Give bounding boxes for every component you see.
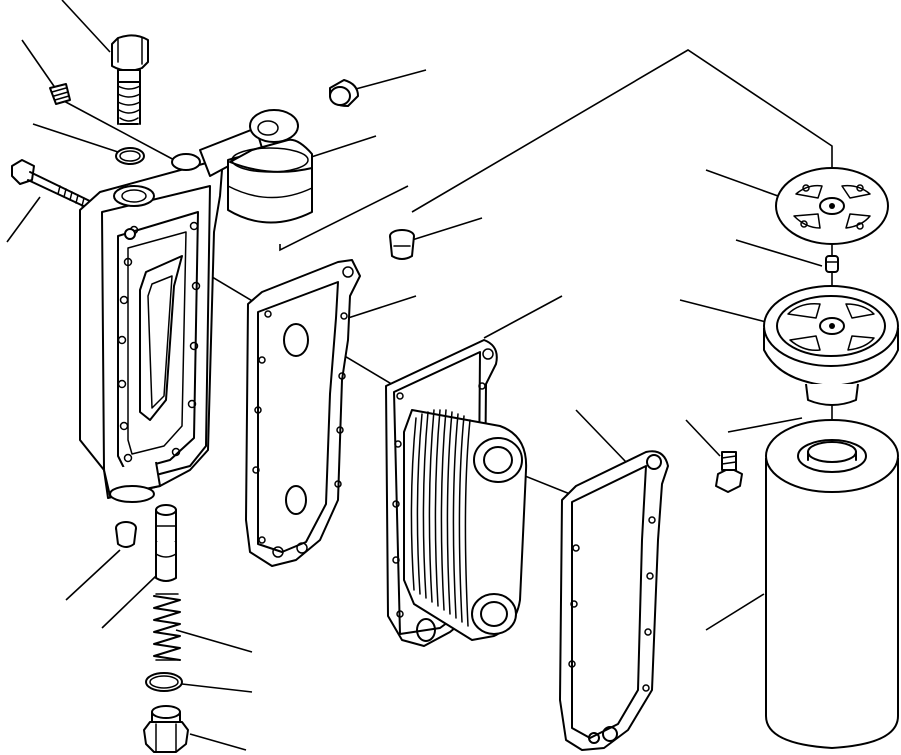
o-ring-icon — [145, 672, 183, 692]
leader-nozzle — [411, 217, 483, 241]
bolt-icon — [11, 159, 97, 211]
cartridge-icon — [765, 419, 899, 749]
leader-screw-to-housing — [61, 99, 179, 163]
leader-gasket-2 — [575, 409, 627, 463]
leader-small-screw — [21, 39, 59, 93]
leader-bolt-small — [685, 419, 721, 457]
gasket-icon — [559, 450, 669, 751]
leader-pin — [735, 239, 823, 267]
valve-icon — [155, 504, 177, 582]
gasket-icon — [245, 259, 361, 567]
leader-filter-head — [679, 299, 767, 323]
screw-icon — [49, 83, 71, 105]
plug-icon — [115, 521, 137, 548]
leader-gasket-1 — [347, 295, 417, 319]
leader-valve — [101, 575, 157, 629]
leader-long-bolt — [6, 196, 41, 243]
leader-pipe-elbow — [301, 135, 377, 161]
hex-plug-icon — [143, 705, 189, 753]
leader-assembly-top — [411, 49, 833, 213]
leader-plug-bottom — [189, 733, 247, 751]
leader-o-ring-top — [32, 123, 119, 153]
leader-filter-bolt — [727, 417, 803, 433]
leader-o-ring-bottom — [181, 683, 253, 693]
leader-filter — [705, 593, 765, 631]
housing-icon — [79, 153, 223, 503]
leader-cap-plug — [351, 69, 427, 91]
leader-lines — [6, 0, 833, 751]
leader-plug-top — [61, 0, 111, 53]
disc-icon — [775, 167, 889, 245]
cooler-core-icon — [385, 339, 528, 647]
nozzle-icon — [389, 229, 415, 260]
o-ring-icon — [115, 147, 145, 165]
pin-icon — [825, 255, 839, 273]
leader-assembly-pipe — [279, 185, 409, 252]
hex-plug-icon — [111, 34, 149, 125]
leader-disc — [705, 169, 779, 197]
cap-icon — [329, 79, 359, 107]
leader-cooler — [483, 295, 563, 339]
elbow-pipe-icon — [199, 109, 313, 224]
spring-icon — [153, 593, 181, 661]
leader-plug-small — [65, 549, 121, 601]
bolt-icon — [715, 451, 743, 493]
filter-head-icon — [763, 285, 899, 406]
leader-spring — [175, 629, 253, 653]
